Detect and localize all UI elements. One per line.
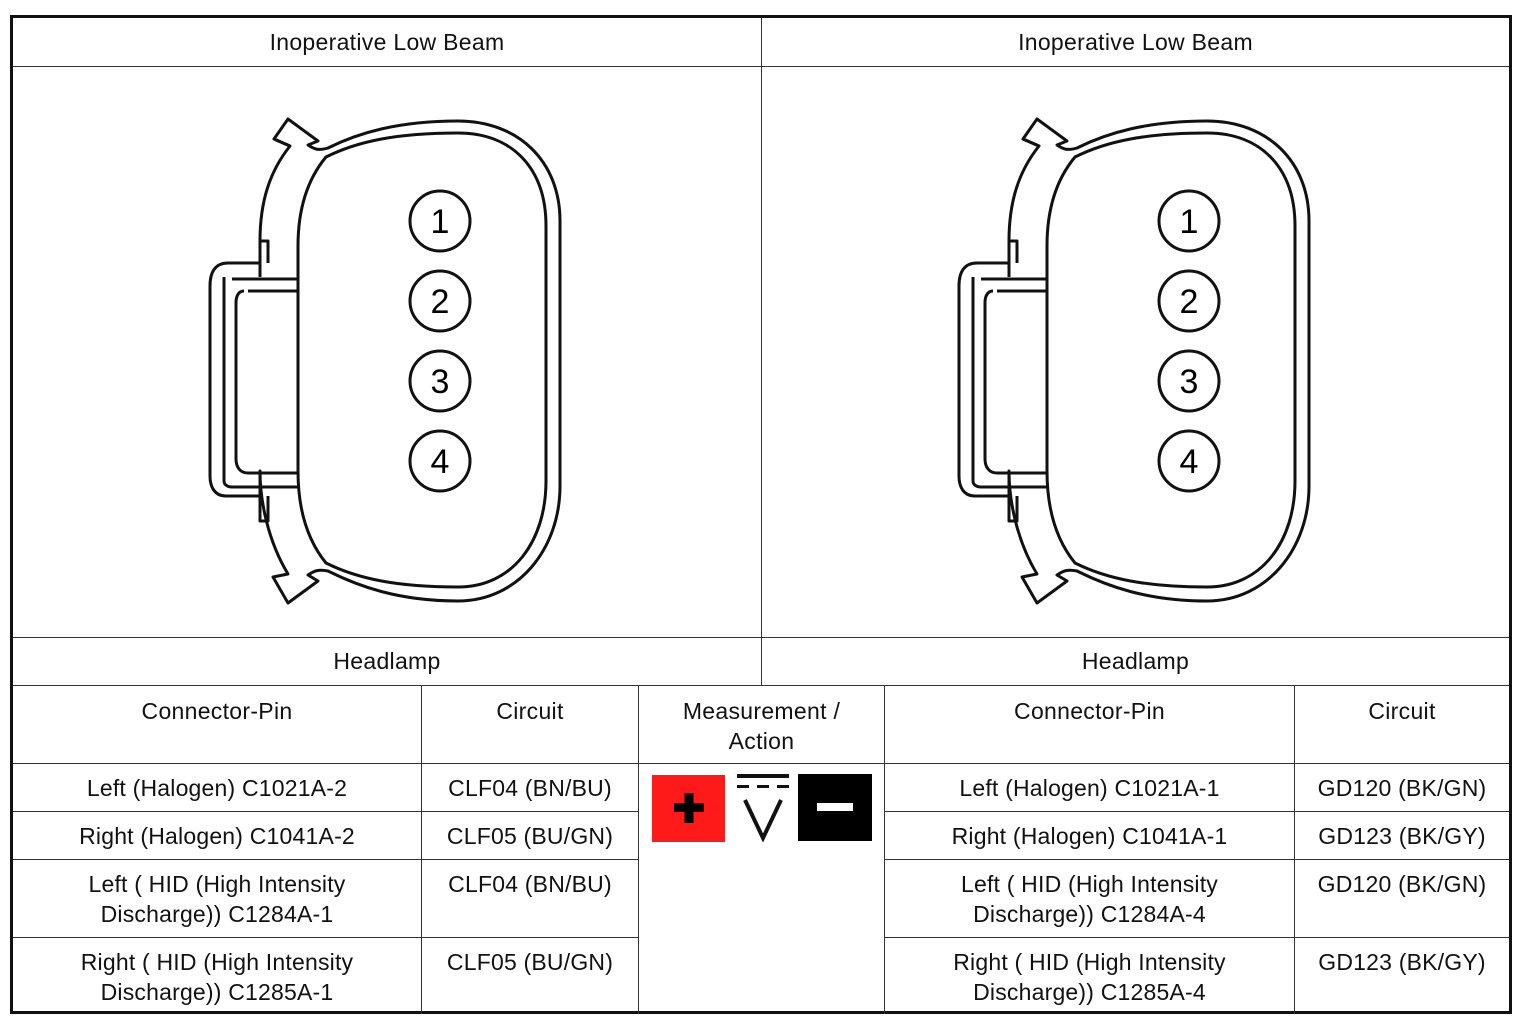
connector-pins-left: 1 2 3 4 [408, 189, 472, 493]
table-row: Right (Halogen) C1041A-1 GD123 (BK/GY) [884, 811, 1509, 859]
col-header-text: Circuit [496, 698, 564, 724]
table-row: Left (Halogen) C1021A-2 CLF04 (BN/BU) [13, 763, 638, 811]
cell-text: Left (Halogen) C1021A-1 [959, 775, 1220, 801]
header-title-right: Inoperative Low Beam [1018, 28, 1253, 55]
connector-face-right: 1 2 3 4 [957, 117, 1311, 605]
col-header-circuit-right: Circuit [1294, 686, 1509, 763]
connector-pin-left: Left (Halogen) C1021A-2 [13, 764, 421, 811]
pin-2-label: 2 [431, 283, 450, 321]
table-header-row: Connector-Pin Circuit Measurement / Acti… [13, 685, 1509, 763]
pin-2-label: 2 [1180, 283, 1199, 321]
header-title-left: Inoperative Low Beam [269, 28, 505, 55]
cell-text: GD120 (BK/GN) [1317, 775, 1487, 801]
negative-probe-icon [798, 774, 872, 841]
col-header-measurement: Measurement / Action [638, 686, 884, 763]
table-row: Right (Halogen) C1041A-2 CLF05 (BU/GN) [13, 811, 638, 859]
component-cell-left: Headlamp [13, 638, 761, 685]
pin-2-circle [1157, 269, 1221, 333]
cell-text: GD123 (BK/GY) [1318, 949, 1486, 975]
circuit-right: GD120 (BK/GN) [1294, 860, 1509, 937]
cell-text: Right (Halogen) C1041A-2 [79, 823, 355, 849]
col-header-text: Connector-Pin [1014, 698, 1165, 724]
diagram-cell-right: 1 2 3 4 [761, 67, 1509, 637]
connector-pin-left: Right (Halogen) C1041A-2 [13, 812, 421, 859]
component-label-right: Headlamp [1081, 648, 1190, 674]
circuit-right: GD123 (BK/GY) [1294, 812, 1509, 859]
col-header-text: Circuit [1368, 698, 1436, 724]
connector-pin-right: Right (Halogen) C1041A-1 [884, 812, 1294, 859]
component-label-left: Headlamp [333, 648, 441, 674]
cell-text: Left ( HID (High Intensity Discharge)) C… [88, 871, 346, 927]
header-row: Inoperative Low Beam Inoperative Low Bea… [13, 18, 1509, 66]
connector-pin-left: Left ( HID (High Intensity Discharge)) C… [13, 860, 421, 937]
header-cell-left: Inoperative Low Beam [13, 18, 761, 66]
pin-3-circle [408, 349, 472, 413]
circuit-left: CLF05 (BU/GN) [421, 812, 638, 859]
component-cell-right: Headlamp [761, 638, 1509, 685]
circuit-left: CLF04 (BN/BU) [421, 764, 638, 811]
diagram-cell-left: 1 2 3 4 [13, 67, 761, 637]
pin-1-label: 1 [431, 203, 450, 241]
connector-pin-left: Right ( HID (High Intensity Discharge)) … [13, 938, 421, 1014]
cell-text: Right ( HID (High Intensity Discharge)) … [80, 949, 354, 1005]
col-header-circuit-left: Circuit [421, 686, 638, 763]
circuit-right: GD120 (BK/GN) [1294, 764, 1509, 811]
col-header-connector-pin-right: Connector-Pin [884, 686, 1294, 763]
cell-text: Right (Halogen) C1041A-1 [951, 823, 1228, 849]
connector-pin-right: Right ( HID (High Intensity Discharge)) … [884, 938, 1294, 1014]
cell-text: CLF05 (BU/GN) [446, 949, 614, 975]
pin-1-circle [1157, 189, 1221, 253]
circuit-right: GD123 (BK/GY) [1294, 938, 1509, 1014]
component-row: Headlamp Headlamp [13, 637, 1509, 685]
col-header-text: Connector-Pin [141, 698, 293, 724]
diagram-row: 1 2 3 4 [13, 66, 1509, 637]
header-cell-right: Inoperative Low Beam [761, 18, 1509, 66]
connector-housing-left [208, 117, 562, 605]
col-header-text: Measurement / Action [682, 698, 841, 754]
circuit-left: CLF04 (BN/BU) [421, 860, 638, 937]
connector-face-left: 1 2 3 4 [208, 117, 562, 605]
circuit-left: CLF05 (BU/GN) [421, 938, 638, 1014]
connector-pin-right: Left ( HID (High Intensity Discharge)) C… [884, 860, 1294, 937]
plus-icon [674, 793, 704, 823]
col-header-connector-pin-left: Connector-Pin [13, 686, 421, 763]
cell-text: GD123 (BK/GY) [1318, 823, 1486, 849]
cell-text: Left ( HID (High Intensity Discharge)) C… [960, 871, 1218, 927]
pin-1-label: 1 [1180, 203, 1199, 241]
table-row: Left ( HID (High Intensity Discharge)) C… [13, 859, 638, 937]
connector-pins-right: 1 2 3 4 [1157, 189, 1221, 493]
pin-3-label: 3 [1180, 363, 1199, 401]
pin-3-circle [1157, 349, 1221, 413]
cell-text: GD120 (BK/GN) [1317, 871, 1487, 897]
connector-pin-right: Left (Halogen) C1021A-1 [884, 764, 1294, 811]
dc-voltage-symbol [737, 774, 789, 843]
pin-4-label: 4 [431, 443, 450, 481]
dc-voltmeter-icon [735, 772, 791, 843]
pin-2-circle [408, 269, 472, 333]
connector-test-sheet: Inoperative Low Beam Inoperative Low Bea… [10, 15, 1512, 1014]
positive-probe-icon [652, 775, 725, 842]
measurement-cell-border [638, 763, 884, 1014]
cell-text: CLF04 (BN/BU) [448, 871, 612, 897]
table-row: Left ( HID (High Intensity Discharge)) C… [884, 859, 1509, 937]
measurement-cell [638, 763, 884, 1014]
connector-housing-right [957, 117, 1311, 605]
cell-text: Right ( HID (High Intensity Discharge)) … [953, 949, 1226, 1005]
pin-3-label: 3 [431, 363, 450, 401]
table-row: Left (Halogen) C1021A-1 GD120 (BK/GN) [884, 763, 1509, 811]
pin-4-circle [1157, 429, 1221, 493]
pin-1-circle [408, 189, 472, 253]
minus-icon [817, 803, 853, 811]
table-row: Right ( HID (High Intensity Discharge)) … [13, 937, 638, 1014]
cell-text: Left (Halogen) C1021A-2 [86, 775, 348, 801]
cell-text: CLF04 (BN/BU) [448, 775, 612, 801]
pin-4-circle [408, 429, 472, 493]
table-row: Right ( HID (High Intensity Discharge)) … [884, 937, 1509, 1014]
pin-4-label: 4 [1180, 443, 1199, 481]
cell-text: CLF05 (BU/GN) [446, 823, 614, 849]
